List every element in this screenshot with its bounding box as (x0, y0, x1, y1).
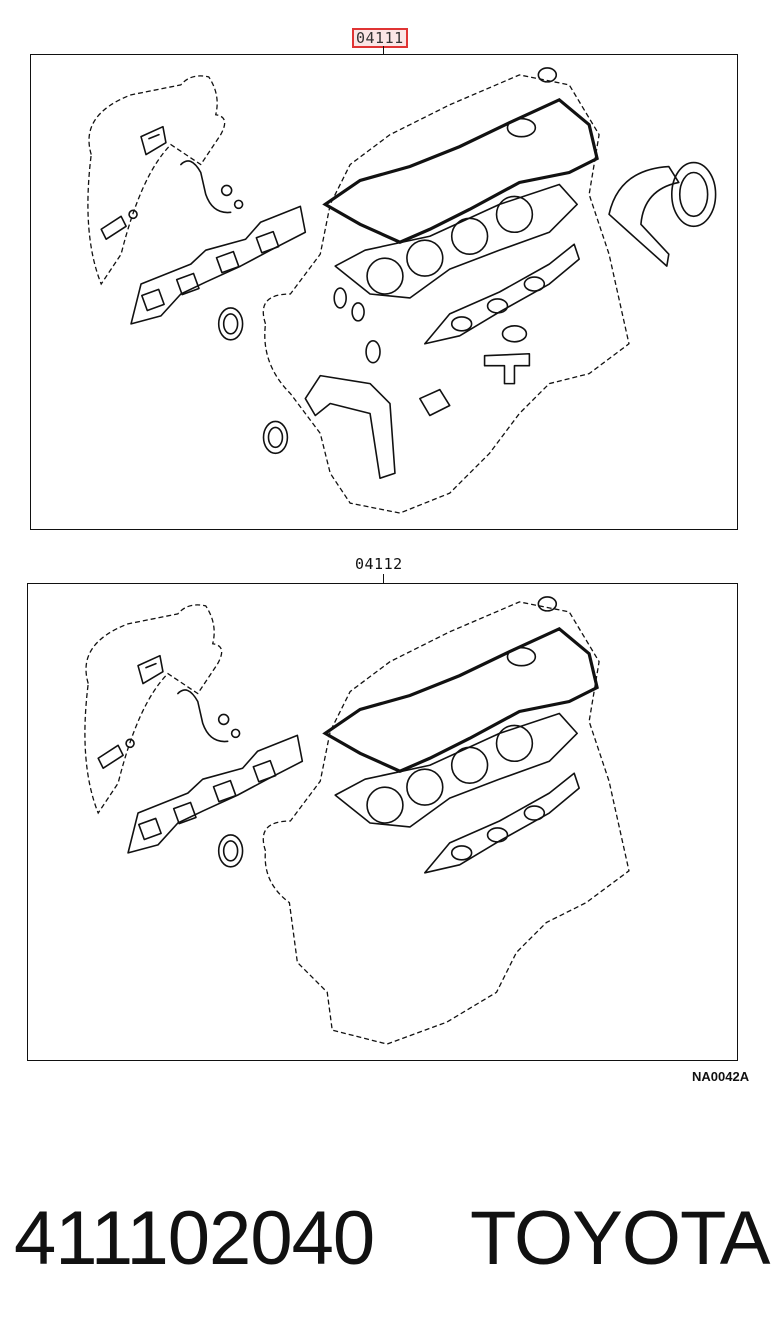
cylinder-bore (495, 195, 534, 234)
intake-manifold-gasket (127, 734, 304, 854)
valve-cover-gasket (322, 626, 599, 773)
cylinder-bore (450, 217, 489, 255)
exhaust-port (486, 827, 509, 843)
gasket-set-drawing-head (84, 596, 630, 1045)
intake-manifold-outline (84, 604, 223, 815)
cylinder-bore (366, 786, 404, 824)
gasket-set-drawing-full (87, 67, 717, 514)
part-number: 411102040 (14, 1196, 375, 1281)
timing-cover-gasket (304, 374, 396, 480)
intake-port (138, 817, 162, 841)
oil-seal-inner (222, 840, 239, 862)
plug-gasket (128, 209, 138, 220)
oil-seal (217, 834, 244, 868)
oil-seal-inner (267, 426, 284, 449)
o-ring (230, 728, 241, 739)
water-bypass-hose (177, 689, 229, 743)
oil-seal-inner (222, 313, 239, 335)
engine-block-outline (262, 601, 630, 1045)
diagram-reference-code: NA0042A (692, 1069, 750, 1084)
exhaust-manifold-gasket (424, 772, 580, 874)
intake-port (255, 230, 280, 254)
cylinder-bore (450, 746, 489, 784)
exhaust-port (450, 845, 473, 861)
oil-seal-inner (678, 171, 709, 218)
o-ring (333, 287, 347, 309)
intake-port (215, 250, 240, 274)
gasket-kit-illustration-head (27, 583, 738, 1061)
small-gasket (97, 744, 124, 770)
oil-pan-drain-gasket (501, 325, 528, 343)
o-ring (351, 302, 365, 322)
throttle-body-gasket (140, 125, 167, 156)
intake-manifold-gasket (130, 205, 307, 325)
water-pump-gasket (419, 388, 451, 417)
brand-name: TOYOTA (470, 1196, 770, 1281)
exhaust-port (450, 316, 473, 332)
o-ring (365, 339, 381, 364)
intake-manifold-outline (87, 75, 226, 286)
oil-seal (217, 307, 244, 341)
intake-port (172, 801, 197, 825)
cylinder-head-gasket (334, 712, 578, 828)
exhaust-port (486, 298, 509, 314)
throttle-body-gasket (137, 654, 164, 685)
intake-port (175, 272, 200, 296)
plug-tube-gasket (537, 67, 558, 83)
callout-leader-line (383, 574, 384, 583)
exhaust-manifold-gasket (424, 243, 580, 345)
exhaust-port (523, 276, 546, 292)
oil-filler-cap-gasket (506, 646, 537, 667)
cylinder-bore (495, 724, 534, 763)
plug-gasket (125, 738, 135, 749)
intake-port (141, 288, 165, 312)
plug-tube-gasket (537, 596, 558, 612)
intake-port (212, 779, 237, 803)
water-bypass-hose (180, 160, 232, 214)
cylinder-bore (406, 768, 444, 806)
gasket-kit-illustration-full (30, 54, 738, 530)
cylinder-bore (406, 239, 444, 277)
intake-port (252, 759, 277, 783)
rear-oil-seal-retainer-gasket (608, 165, 680, 267)
cylinder-bore (366, 257, 404, 295)
valve-cover-gasket (322, 97, 599, 244)
exhaust-port (523, 805, 546, 821)
oil-filler-cap-gasket (506, 117, 537, 138)
callout-label-04112[interactable]: 04112 (355, 555, 403, 573)
o-ring (220, 184, 233, 197)
engine-block-outline (262, 74, 630, 514)
callout-leader-line (383, 46, 384, 55)
rear-crankshaft-oil-seal (670, 161, 717, 228)
o-ring (217, 713, 230, 726)
crankshaft-front-oil-seal (262, 420, 289, 455)
cylinder-head-gasket (334, 183, 578, 299)
oil-strainer-gasket (483, 352, 531, 385)
small-gasket (100, 215, 127, 241)
callout-label-04111[interactable]: 04111 (352, 28, 408, 48)
o-ring (233, 199, 244, 210)
